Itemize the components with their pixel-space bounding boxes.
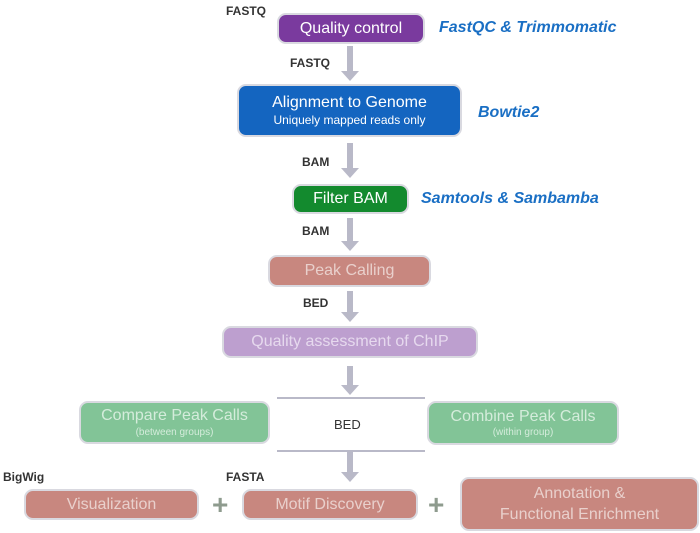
step-sublabel: Uniquely mapped reads only — [273, 112, 426, 127]
step-motif-discovery: Motif Discovery — [242, 489, 418, 520]
step-label: Peak Calling — [304, 262, 395, 280]
step-quality-assessment-chip: Quality assessment of ChIP — [222, 326, 478, 358]
step-label: Alignment to Genome — [272, 94, 427, 112]
down-arrow-icon — [341, 451, 359, 485]
down-arrow-icon — [341, 46, 359, 81]
plus-icon: + — [428, 489, 445, 520]
tool-label-samtools: Samtools & Sambamba — [421, 190, 599, 207]
tool-label-bowtie2: Bowtie2 — [478, 104, 540, 121]
format-label-fasta: FASTA — [226, 470, 265, 484]
step-alignment: Alignment to Genome Uniquely mapped read… — [237, 84, 462, 137]
format-label-fastq-input: FASTQ — [226, 4, 267, 18]
step-sublabel: (within group) — [492, 427, 554, 439]
step-label: Quality control — [299, 19, 403, 37]
step-label-line2: Functional Enrichment — [499, 505, 660, 523]
step-annotation-enrichment: Annotation & Functional Enrichment — [460, 477, 699, 531]
step-visualization: Visualization — [24, 489, 199, 520]
tool-label-fastqc: FastQC & Trimmomatic — [439, 19, 617, 36]
down-arrow-icon — [341, 143, 359, 179]
step-label: Visualization — [66, 495, 157, 513]
down-arrow-icon — [341, 366, 359, 397]
format-label-bed: BED — [303, 296, 329, 310]
format-label-bed: BED — [334, 417, 361, 432]
format-label-fastq: FASTQ — [290, 56, 331, 70]
step-label-line1: Annotation & — [533, 484, 626, 502]
format-label-bigwig: BigWig — [3, 470, 45, 484]
step-filter-bam: Filter BAM — [292, 184, 409, 214]
step-label: Filter BAM — [313, 190, 388, 208]
format-label-bam: BAM — [302, 224, 330, 238]
step-peak-calling: Peak Calling — [268, 255, 431, 287]
down-arrow-icon — [341, 218, 359, 253]
step-label: Quality assessment of ChIP — [251, 333, 449, 351]
step-label: Compare Peak Calls — [101, 407, 248, 425]
divider-line — [277, 397, 425, 399]
plus-icon: + — [212, 489, 229, 520]
step-label: Motif Discovery — [275, 495, 385, 513]
step-quality-control: Quality control — [277, 13, 425, 44]
format-label-bam: BAM — [302, 155, 330, 169]
step-sublabel: (between groups) — [135, 426, 214, 438]
step-label: Combine Peak Calls — [450, 407, 596, 425]
down-arrow-icon — [341, 291, 359, 324]
step-combine-peak-calls: Combine Peak Calls (within group) — [427, 401, 619, 445]
step-compare-peak-calls: Compare Peak Calls (between groups) — [79, 401, 270, 444]
